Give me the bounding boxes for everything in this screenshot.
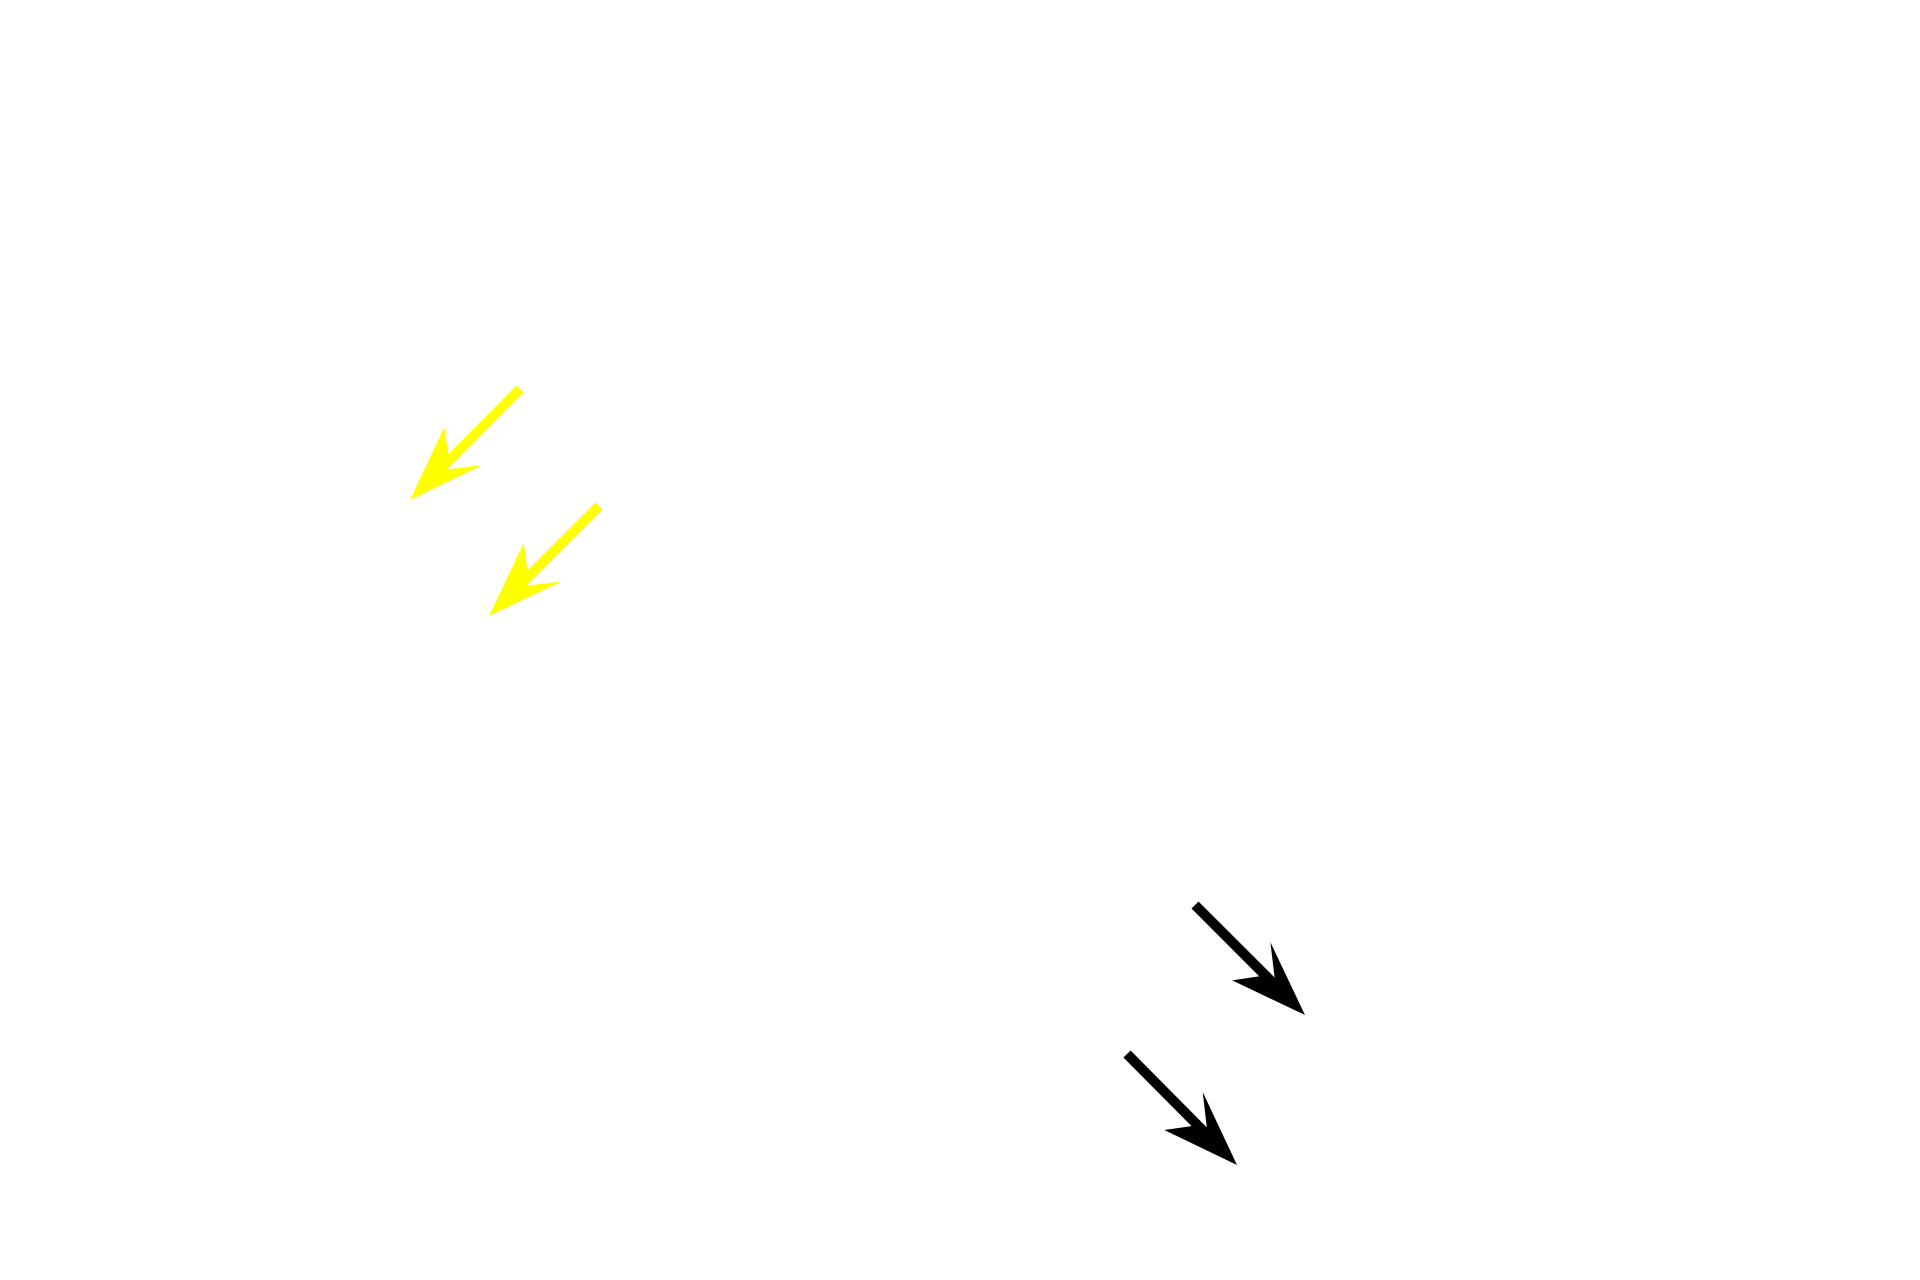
arrow-down-right-icon <box>1123 1050 1237 1165</box>
arrow-shape <box>410 385 524 500</box>
arrow-down-left-icon <box>410 385 524 500</box>
arrow-shape <box>1191 901 1305 1015</box>
arrow-shape <box>1123 1050 1237 1165</box>
arrow-shape <box>489 502 603 616</box>
arrow-down-left-icon <box>489 502 603 616</box>
arrow-down-right-icon <box>1191 901 1305 1015</box>
